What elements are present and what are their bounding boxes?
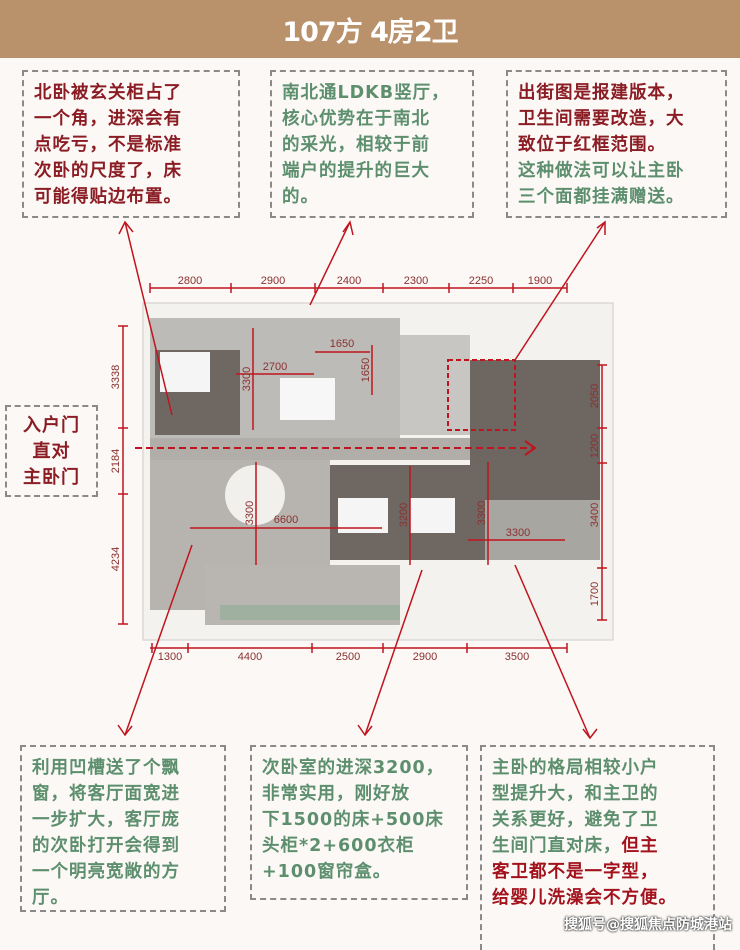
dim-right-2: 1200 — [589, 434, 601, 458]
annotation-line — [309, 221, 351, 306]
note-line: +100窗帘盒。 — [262, 862, 392, 882]
note-line: 端户的提升的巨大 — [282, 161, 430, 181]
note-bay-window: 利用凹槽送了个飘 窗，将客厅面宽进 一步扩大，客厅庞 的次卧打开会得到 一个明亮… — [20, 745, 226, 912]
watermark: 搜狐号@搜狐焦点防城港站 — [564, 917, 732, 933]
note-line: 南北通LDKB竖厅， — [282, 83, 450, 103]
dim-top-5: 2250 — [469, 275, 493, 287]
note-line: 头柜*2+600衣柜 — [262, 836, 415, 856]
note-master-bedroom: 主卧的格局相较小户 型提升大，和主卫的 关系更好，避免了卫 生间门直对床，但主 … — [480, 745, 715, 950]
bed-third — [410, 498, 455, 533]
annotation-line — [364, 569, 423, 736]
annotation-line — [357, 724, 373, 737]
annotation-line — [342, 220, 354, 236]
annotation-line — [117, 724, 133, 737]
note-line: 关系更好，避免了卫 — [492, 810, 659, 830]
note-line: 一步扩大，客厅庞 — [32, 810, 180, 830]
arrow-head-icon — [524, 440, 537, 456]
annotation-line — [118, 220, 134, 235]
note-line: 三个面都挂满赠送。 — [518, 187, 685, 207]
note-bathroom-renovation: 出街图是报建版本， 卫生间需要改造，大 致位于红框范围。 这种做法可以让主卧 三… — [506, 70, 727, 218]
note-ldkb-hall: 南北通LDKB竖厅， 核心优势在于南北 的采光，相较于前 端户的提升的巨大 的。 — [270, 70, 474, 218]
note-line: 的采光，相较于前 — [282, 135, 430, 155]
note-line: 这种做法可以让主卧 — [518, 161, 685, 181]
dim-master-depth: 3300 — [476, 501, 488, 525]
annotation-line — [514, 221, 606, 361]
dimension-ticks — [118, 283, 607, 653]
dimension-lines — [117, 220, 606, 740]
note-north-bedroom: 北卧被玄关柜占了 一个角，进深会有 点吃亏，不是标准 次卧的尺度了，床 可能得贴… — [22, 70, 240, 218]
note-line: 出街图是报建版本， — [518, 83, 685, 103]
bed-second — [338, 498, 388, 533]
planter — [220, 605, 400, 620]
annotation-line — [596, 220, 606, 235]
dim-top-3: 2400 — [337, 275, 361, 287]
dim-bottom-1: 1300 — [158, 651, 182, 663]
note-line: 的。 — [282, 187, 319, 207]
page-title: 107方 4房2卫 — [282, 16, 458, 48]
note-line: 窗，将客厅面宽进 — [32, 784, 180, 804]
note-line: 致位于红框范围。 — [518, 135, 666, 155]
note-segment: 生间门直对床， — [492, 836, 622, 856]
master-bedroom-floor — [470, 360, 600, 520]
annotation-line — [124, 544, 193, 736]
annotation-line — [124, 221, 173, 416]
title-bar: 107方 4房2卫 — [0, 0, 740, 58]
dim-master-width: 3300 — [506, 527, 530, 539]
dim-bottom-5: 3500 — [505, 651, 529, 663]
dim-kitchen-depth: 1650 — [360, 358, 372, 382]
note-line: 非常实用，刚好放 — [262, 784, 410, 804]
bathroom — [400, 335, 470, 435]
note-entry-door: 入户门 直对 主卧门 — [5, 405, 98, 497]
note-line: 入户门 — [23, 415, 80, 436]
dim-right-1: 2050 — [589, 384, 601, 408]
annotation-line — [582, 728, 598, 740]
note-line: 次卧的尺度了，床 — [34, 161, 182, 181]
note-line: 客卫都不是一字型， — [492, 862, 659, 882]
note-line: 直对 — [32, 441, 71, 462]
dim-living-width: 6600 — [274, 514, 298, 526]
dim-right-4: 1700 — [589, 582, 601, 606]
master-balcony — [485, 500, 600, 560]
note-line: 核心优势在于南北 — [282, 109, 430, 129]
annotation-line — [514, 564, 591, 739]
dim-right-3: 3400 — [589, 503, 601, 527]
dim-left-3: 4234 — [110, 547, 122, 571]
note-line: 次卧室的进深3200， — [262, 758, 445, 778]
note-line: 卫生间需要改造，大 — [518, 109, 685, 129]
dining-table — [280, 378, 335, 420]
sofa — [225, 465, 285, 525]
dim-top-4: 2300 — [404, 275, 428, 287]
note-line: 可能得贴边布置。 — [34, 187, 182, 207]
dim-kitchen-width: 1650 — [330, 338, 354, 350]
plan-shape: 2800 2900 2400 2300 2250 1900 1300 4400 … — [110, 275, 601, 663]
note-line: 的次卧打开会得到 — [32, 836, 180, 856]
dim-dining-width: 2700 — [263, 361, 287, 373]
dim-bottom-3: 2500 — [336, 651, 360, 663]
note-segment: 但主 — [621, 836, 659, 856]
dim-bottom-2: 4400 — [238, 651, 262, 663]
note-line: 点吃亏，不是标准 — [34, 135, 182, 155]
bed-north — [160, 352, 210, 392]
note-line: 主卧门 — [23, 467, 80, 488]
note-second-bedroom: 次卧室的进深3200， 非常实用，刚好放 下1500的床+500床 头柜*2+6… — [250, 745, 468, 900]
note-line: 下1500的床+500床 — [262, 810, 444, 830]
note-line: 给婴儿洗澡会不方便。 — [492, 888, 677, 908]
note-line: 北卧被玄关柜占了 — [34, 83, 182, 103]
dim-bottom-4: 2900 — [413, 651, 437, 663]
dim-top-6: 1900 — [528, 275, 552, 287]
dim-left-2: 2184 — [110, 449, 122, 473]
note-line: 厅。 — [32, 888, 69, 908]
note-line: 主卧的格局相较小户 — [492, 758, 659, 778]
dim-top-1: 2800 — [178, 275, 202, 287]
note-line: 一个角，进深会有 — [34, 109, 182, 129]
note-line: 利用凹槽送了个飘 — [32, 758, 180, 778]
dim-left-1: 3338 — [110, 365, 122, 389]
dim-north-bed-depth: 3300 — [241, 367, 253, 391]
bathroom-highlight-box — [447, 359, 516, 431]
dim-top-2: 2900 — [261, 275, 285, 287]
dim-living-depth: 3300 — [244, 501, 256, 525]
dim-second-bed-depth: 3200 — [398, 503, 410, 527]
note-line: 型提升大，和主卫的 — [492, 784, 659, 804]
note-line: 一个明亮宽敞的方 — [32, 862, 180, 882]
